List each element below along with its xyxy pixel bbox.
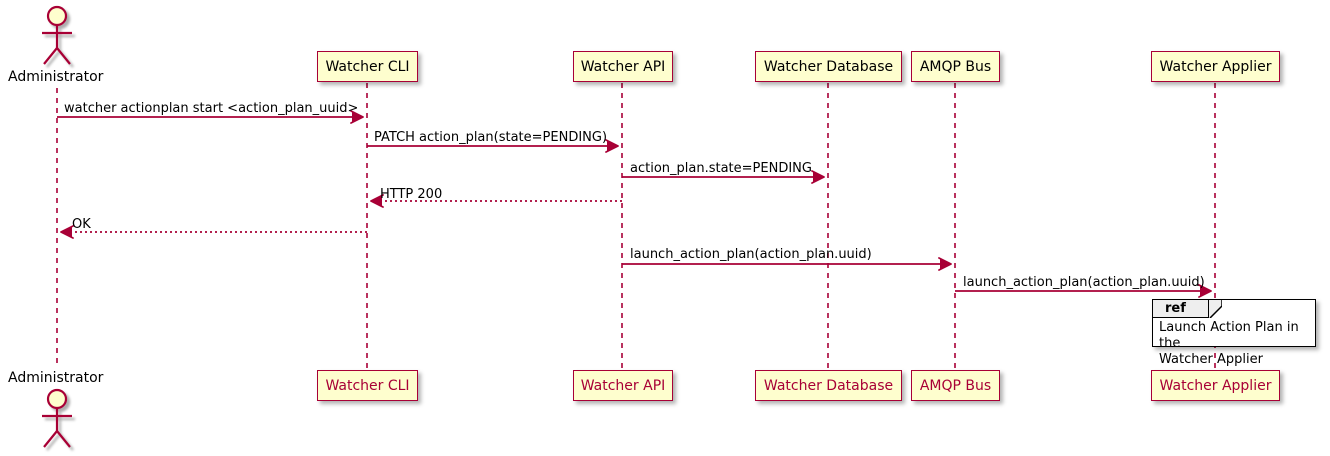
participant-label-watcher-applier-bottom: Watcher Applier: [1159, 377, 1272, 394]
message-label-7: launch_action_plan(action_plan.uuid): [963, 275, 1205, 290]
participant-label-amqp-bus-top: AMQP Bus: [919, 58, 992, 75]
participant-box-amqp-bus-top[interactable]: AMQP Bus: [911, 51, 1000, 82]
message-arrow-2: [367, 139, 619, 153]
actor-label-administrator-top: Administrator: [8, 69, 104, 85]
message-arrow-6: [622, 257, 952, 271]
participant-label-watcher-applier-top: Watcher Applier: [1159, 58, 1272, 75]
participant-label-amqp-bus-bottom: AMQP Bus: [919, 377, 992, 394]
participant-box-watcher-api-top[interactable]: Watcher API: [573, 51, 673, 82]
actor-leg-right-top: [56, 47, 71, 65]
actor-head-top: [46, 5, 68, 27]
participant-label-watcher-cli-top: Watcher CLI: [325, 58, 410, 75]
message-label-2: PATCH action_plan(state=PENDING): [374, 130, 608, 145]
ref-fragment-box[interactable]: ref Launch Action Plan in the Watcher Ap…: [1152, 299, 1316, 367]
message-label-4: HTTP 200: [380, 187, 443, 202]
participant-box-watcher-applier-top[interactable]: Watcher Applier: [1151, 51, 1280, 82]
participant-box-watcher-api-bottom[interactable]: Watcher API: [573, 370, 673, 401]
message-label-6: launch_action_plan(action_plan.uuid): [630, 247, 872, 262]
participant-label-watcher-api-top: Watcher API: [580, 58, 666, 75]
message-label-3: action_plan.state=PENDING: [630, 161, 812, 176]
ref-fragment-tab-corner: [1209, 300, 1222, 318]
message-label-1: watcher actionplan start <action_plan_uu…: [64, 101, 359, 116]
ref-fragment-tab-label: ref: [1165, 301, 1186, 316]
participant-box-amqp-bus-bottom[interactable]: AMQP Bus: [911, 370, 1000, 401]
ref-fragment-body: Launch Action Plan in the Watcher Applie…: [1159, 320, 1299, 367]
participant-box-watcher-database-top[interactable]: Watcher Database: [755, 51, 902, 82]
message-arrow-7: [955, 284, 1212, 298]
message-arrow-5: [60, 225, 367, 239]
actor-leg-right-bottom: [56, 430, 71, 448]
ref-fragment-tab: ref: [1153, 300, 1209, 318]
actor-leg-left-top: [43, 47, 58, 65]
actor-administrator-figure-bottom: [42, 388, 72, 448]
message-label-5: OK: [72, 217, 91, 232]
participant-box-watcher-database-bottom[interactable]: Watcher Database: [755, 370, 902, 401]
participant-label-watcher-database-top: Watcher Database: [763, 58, 894, 75]
message-arrow-4: [370, 194, 622, 208]
actor-administrator-figure-top: [42, 5, 72, 65]
message-arrows: [57, 110, 1212, 298]
participant-box-watcher-applier-bottom[interactable]: Watcher Applier: [1151, 370, 1280, 401]
actor-head-bottom: [46, 388, 68, 410]
message-arrow-1: [57, 110, 364, 124]
message-arrow-3: [622, 170, 825, 184]
actor-label-administrator-bottom: Administrator: [8, 370, 104, 386]
lifelines: [56, 83, 1216, 370]
participant-label-watcher-cli-bottom: Watcher CLI: [325, 377, 410, 394]
actor-leg-left-bottom: [43, 430, 58, 448]
participant-label-watcher-database-bottom: Watcher Database: [763, 377, 894, 394]
participant-label-watcher-api-bottom: Watcher API: [580, 377, 666, 394]
participant-box-watcher-cli-top[interactable]: Watcher CLI: [317, 51, 418, 82]
participant-box-watcher-cli-bottom[interactable]: Watcher CLI: [317, 370, 418, 401]
